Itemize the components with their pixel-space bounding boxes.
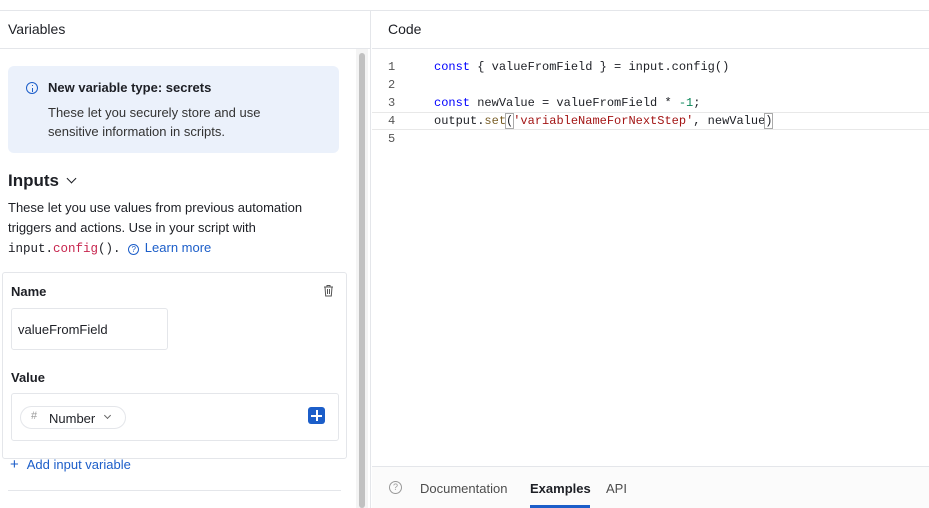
inline-code-method: config	[53, 242, 99, 256]
inputs-description: These let you use values from previous a…	[8, 198, 328, 259]
code-line[interactable]: 3 const newValue = valueFromField * -1;	[372, 94, 929, 112]
docs-footer: ? Documentation Examples API	[372, 467, 929, 508]
code-editor[interactable]: 1 const { valueFromField } = input.confi…	[372, 49, 929, 466]
panel-title: Variables	[8, 21, 66, 37]
code-token: newValue = valueFromField *	[470, 96, 679, 110]
code-token: ;	[693, 96, 701, 110]
keyword: const	[434, 60, 471, 74]
add-input-label: Add input variable	[26, 457, 131, 472]
chevron-down-icon	[103, 411, 112, 420]
method-name: set	[484, 114, 507, 128]
tab-api[interactable]: API	[606, 481, 627, 496]
bracket-match: (	[505, 113, 515, 129]
input-variable-card: Name Value # Number	[2, 272, 347, 459]
code-text: const { valueFromField } = input.config(…	[434, 58, 729, 76]
header-divider	[372, 48, 929, 49]
add-input-variable-button[interactable]: + Add input variable	[10, 456, 131, 473]
code-text: const newValue = valueFromField * -1;	[434, 94, 700, 112]
variables-panel: Variables New variable type: secrets The…	[0, 11, 371, 508]
code-line[interactable]: 5	[372, 130, 929, 148]
code-text: output.set('variableNameForNextStep', ne…	[434, 113, 774, 129]
insert-value-button[interactable]	[308, 407, 325, 424]
number-type-icon: #	[31, 410, 38, 422]
code-panel: Code 1 const { valueFromField } = input.…	[372, 11, 929, 508]
type-label: Number	[49, 411, 96, 426]
line-number: 2	[388, 78, 396, 92]
inline-code: input.config().	[8, 242, 121, 256]
code-token: , newValue	[693, 114, 766, 128]
help-icon[interactable]: ?	[128, 244, 140, 255]
learn-more-link[interactable]: Learn more	[144, 240, 212, 255]
scrollbar[interactable]	[356, 49, 368, 508]
code-title: Code	[388, 21, 422, 37]
code-line[interactable]: 1 const { valueFromField } = input.confi…	[372, 58, 929, 76]
footer-divider	[372, 466, 929, 467]
value-field: # Number	[11, 393, 339, 441]
header-divider	[0, 48, 370, 49]
secrets-notice: New variable type: secrets These let you…	[8, 66, 339, 153]
number-literal: -1	[678, 96, 694, 110]
tab-examples[interactable]: Examples	[530, 481, 591, 496]
info-icon	[26, 82, 38, 94]
top-divider	[0, 10, 929, 11]
code-token: config	[671, 60, 715, 74]
code-line[interactable]: 2	[372, 76, 929, 94]
notice-title: New variable type: secrets	[48, 80, 212, 95]
code-line-active[interactable]: 4 output.set('variableNameForNextStep', …	[372, 112, 929, 130]
string-literal: 'variableNameForNextStep'	[513, 114, 694, 128]
inputs-heading[interactable]: Inputs	[8, 171, 59, 190]
name-input[interactable]	[11, 308, 168, 350]
active-tab-indicator	[530, 505, 590, 508]
scrollbar-thumb[interactable]	[359, 53, 365, 508]
section-divider	[8, 490, 341, 491]
code-token: output.	[434, 114, 485, 128]
keyword: const	[434, 96, 471, 110]
chevron-down-icon[interactable]	[66, 173, 77, 184]
plus-icon: +	[10, 456, 19, 473]
name-label: Name	[11, 284, 47, 299]
code-token: ()	[714, 60, 730, 74]
inline-code-obj: input.	[8, 242, 54, 256]
tab-documentation[interactable]: Documentation	[420, 481, 508, 496]
inline-code-end: ().	[98, 242, 121, 256]
line-number: 5	[388, 132, 396, 146]
line-number: 4	[388, 114, 396, 128]
inputs-desc-text: These let you use values from previous a…	[8, 200, 303, 235]
line-number: 1	[388, 60, 396, 74]
code-token: { valueFromField } = input.	[470, 60, 672, 74]
help-icon[interactable]: ?	[389, 481, 402, 494]
line-number: 3	[388, 96, 396, 110]
type-select[interactable]: # Number	[20, 406, 126, 429]
bracket-match: )	[764, 113, 774, 129]
value-label: Value	[11, 370, 45, 385]
trash-icon[interactable]	[323, 284, 334, 297]
notice-body: These let you securely store and use sen…	[48, 105, 261, 139]
